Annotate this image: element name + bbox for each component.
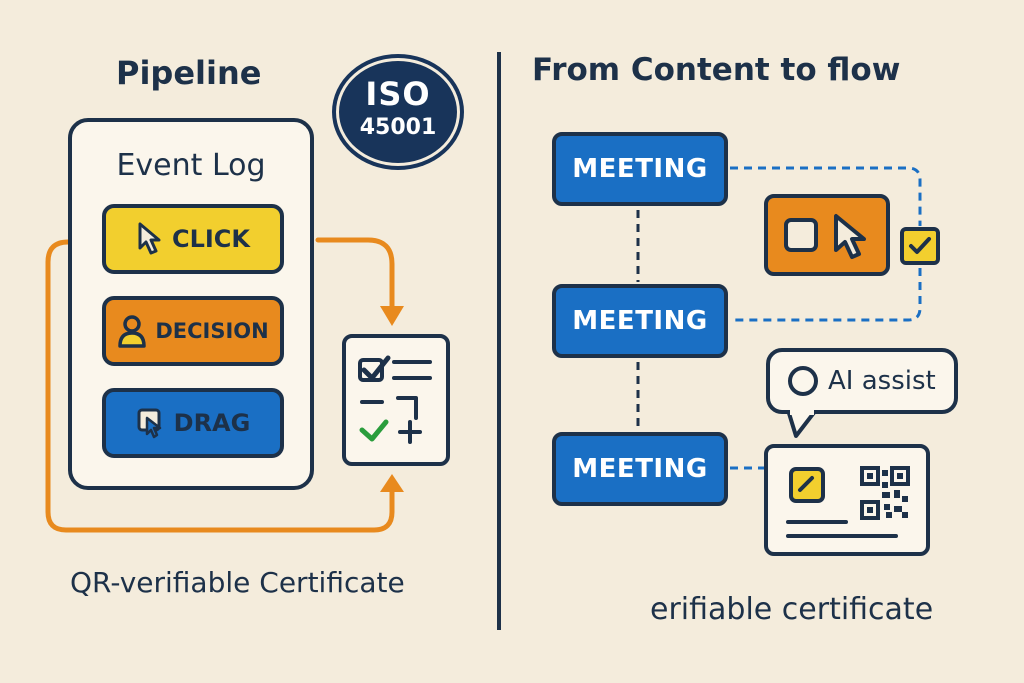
loop-up-arrowhead <box>380 474 404 492</box>
pointer-icon <box>834 214 866 259</box>
meeting-box-1[interactable]: MEETING <box>552 132 728 206</box>
person-icon <box>118 315 147 348</box>
event-decision-label: DECISION <box>155 319 269 343</box>
badge-line1: ISO <box>365 75 431 113</box>
event-log-panel: Event Log CLICK DECISION DRAG <box>68 118 314 490</box>
checkbox-icon <box>784 218 818 252</box>
event-drag-label: DRAG <box>173 409 251 437</box>
qr-code-icon <box>860 466 910 520</box>
badge-line2: 45001 <box>359 115 437 140</box>
drag-icon <box>137 408 161 439</box>
certificate-card <box>764 444 930 556</box>
pipeline-title: Pipeline <box>116 54 262 92</box>
right-caption: erifiable certificate <box>650 592 934 627</box>
cursor-icon <box>138 222 161 255</box>
cert-line-1 <box>786 520 848 524</box>
loop-arrow <box>45 239 395 533</box>
interaction-card <box>764 194 890 276</box>
event-drag[interactable]: DRAG <box>102 388 284 458</box>
check-icon <box>909 237 931 254</box>
flow-arrowhead <box>380 306 404 326</box>
center-divider <box>497 52 501 630</box>
flow-arrow <box>315 237 395 315</box>
event-log-title: Event Log <box>116 148 266 183</box>
flow-title: From Content to flow <box>532 52 901 88</box>
ai-assist-bubble[interactable]: AI assist <box>766 348 958 414</box>
green-check <box>359 419 389 442</box>
certificate-seal-icon <box>789 467 825 503</box>
meeting-box-3[interactable]: MEETING <box>552 432 728 506</box>
ai-assist-label: AI assist <box>828 366 936 396</box>
event-click-label: CLICK <box>171 225 251 253</box>
event-decision[interactable]: DECISION <box>102 296 284 366</box>
event-click[interactable]: CLICK <box>102 204 284 274</box>
meeting-box-2[interactable]: MEETING <box>552 284 728 358</box>
left-caption: QR-verifiable Certificate <box>70 566 405 599</box>
check-chip <box>900 227 940 265</box>
chat-bubble-icon <box>788 366 818 396</box>
bubble-tail <box>786 410 818 438</box>
iso-badge: ISO 45001 <box>336 58 460 166</box>
dash-m1-right <box>730 166 922 226</box>
checklist-card <box>342 334 450 466</box>
cert-line-2 <box>786 534 898 538</box>
dash-right-m2 <box>730 268 922 322</box>
checklist-icon <box>358 355 432 444</box>
